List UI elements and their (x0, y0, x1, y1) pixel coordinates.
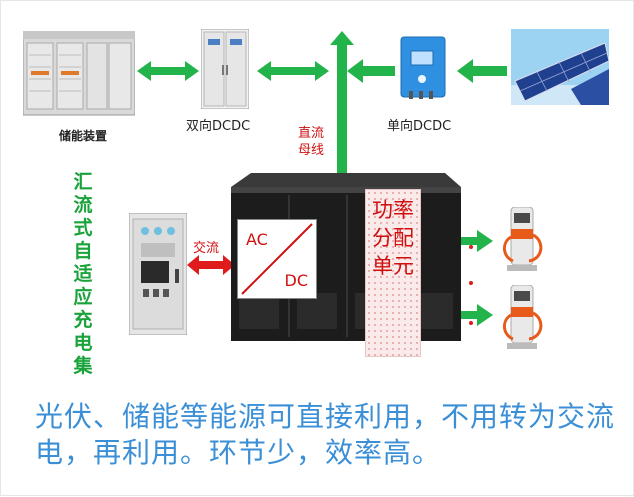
dc-bus-label: 直流母线 (297, 126, 324, 158)
arrow-unidirectional-bus (347, 59, 395, 83)
arrow-bidirectional-bus (257, 61, 329, 81)
vertical-title: 汇流式自适应充电集 (73, 171, 93, 377)
arrow-solar-unidirectional (457, 59, 507, 83)
charger-1 (503, 207, 543, 271)
ac-dc-converter: AC DC (237, 219, 317, 299)
output-dots (469, 245, 473, 325)
converter-dc-label: DC (284, 271, 309, 290)
arrow-storage-bidirectional (137, 61, 199, 81)
energy-storage-container (23, 31, 135, 116)
ac-label: 交流 (193, 241, 220, 256)
unidirectional-dcdc-label: 单向DCDC (387, 119, 452, 134)
charger-2 (503, 285, 543, 349)
dc-bus-arrow (330, 31, 354, 247)
bidirectional-dcdc-cabinet (201, 29, 249, 109)
ac-cabinet (129, 213, 187, 335)
converter-ac-label: AC (246, 230, 268, 249)
bidirectional-dcdc-label: 双向DCDC (186, 119, 251, 134)
solar-panel (511, 29, 609, 105)
unidirectional-dcdc-unit (400, 36, 446, 99)
power-distribution-unit: 功率分配单元 (365, 189, 421, 357)
bottom-caption: 光伏、储能等能源可直接利用，不用转为交流电，再利用。环节少，效率高。 (35, 400, 616, 469)
arrow-ac (187, 255, 235, 275)
storage-label: 储能装置 (59, 129, 108, 143)
converter-diagonal (241, 223, 313, 295)
